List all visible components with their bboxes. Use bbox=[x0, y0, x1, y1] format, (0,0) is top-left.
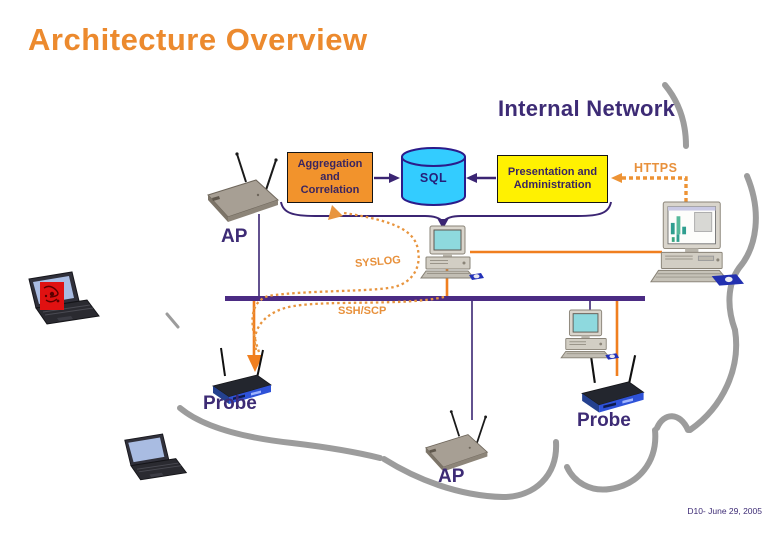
internal-network-label: Internal Network bbox=[498, 96, 676, 121]
presentation-to-sql-arrowhead bbox=[466, 173, 477, 183]
ssh-dotted-curve bbox=[253, 295, 445, 351]
internal-pc-device bbox=[560, 309, 620, 361]
https-protocol-label: HTTPS bbox=[634, 161, 678, 175]
https-arrowhead bbox=[611, 173, 622, 183]
cloud-bottom-bump-right bbox=[564, 427, 659, 493]
ap-left-device bbox=[207, 151, 279, 223]
ap-bottom-label: AP bbox=[438, 466, 465, 487]
probe-left-label: Probe bbox=[203, 393, 257, 414]
connectors bbox=[225, 173, 688, 420]
cloud-notch bbox=[654, 413, 691, 433]
attack-warning-icon bbox=[40, 282, 64, 310]
https-dotted-line bbox=[622, 176, 688, 213]
ap-left-label: AP bbox=[221, 226, 248, 247]
brace-arrowhead bbox=[437, 219, 449, 229]
cloud-left-tick bbox=[165, 312, 180, 329]
slide-title: Architecture Overview bbox=[28, 22, 368, 57]
aggregation-correlation-box: Aggregation and Correlation bbox=[287, 152, 373, 203]
cloud-swoosh-top-right bbox=[662, 82, 689, 149]
presentation-administration-label: Presentation and Administration bbox=[507, 166, 598, 191]
sql-database-cylinder bbox=[401, 147, 466, 206]
probe-left-arrowhead bbox=[247, 355, 263, 372]
probe-right-label: Probe bbox=[577, 410, 631, 431]
aggregation-correlation-label: Aggregation and Correlation bbox=[297, 158, 363, 196]
cloud-right-s-curve bbox=[726, 173, 759, 333]
ssh-scp-protocol-label: SSH/SCP bbox=[338, 305, 387, 317]
client-laptop-device bbox=[124, 433, 187, 481]
syslog-dotted-curve bbox=[251, 211, 420, 353]
cloud-right-lower-arc bbox=[687, 327, 740, 433]
probe-right-device bbox=[581, 352, 645, 414]
cloud-outline bbox=[165, 82, 759, 501]
cloud-bottom-bump-center bbox=[381, 439, 560, 501]
sql-database-label: SQL bbox=[419, 171, 448, 185]
cloud-bottom-left-arc bbox=[177, 405, 383, 461]
presentation-administration-box: Presentation and Administration bbox=[497, 155, 608, 203]
slide-footer: D10- June 29, 2005 bbox=[687, 506, 762, 516]
admin-workstation-device bbox=[650, 201, 745, 287]
aggregation-to-sql-arrowhead bbox=[389, 173, 400, 183]
ap-bottom-device bbox=[424, 409, 489, 473]
syslog-arrowhead bbox=[328, 205, 343, 220]
